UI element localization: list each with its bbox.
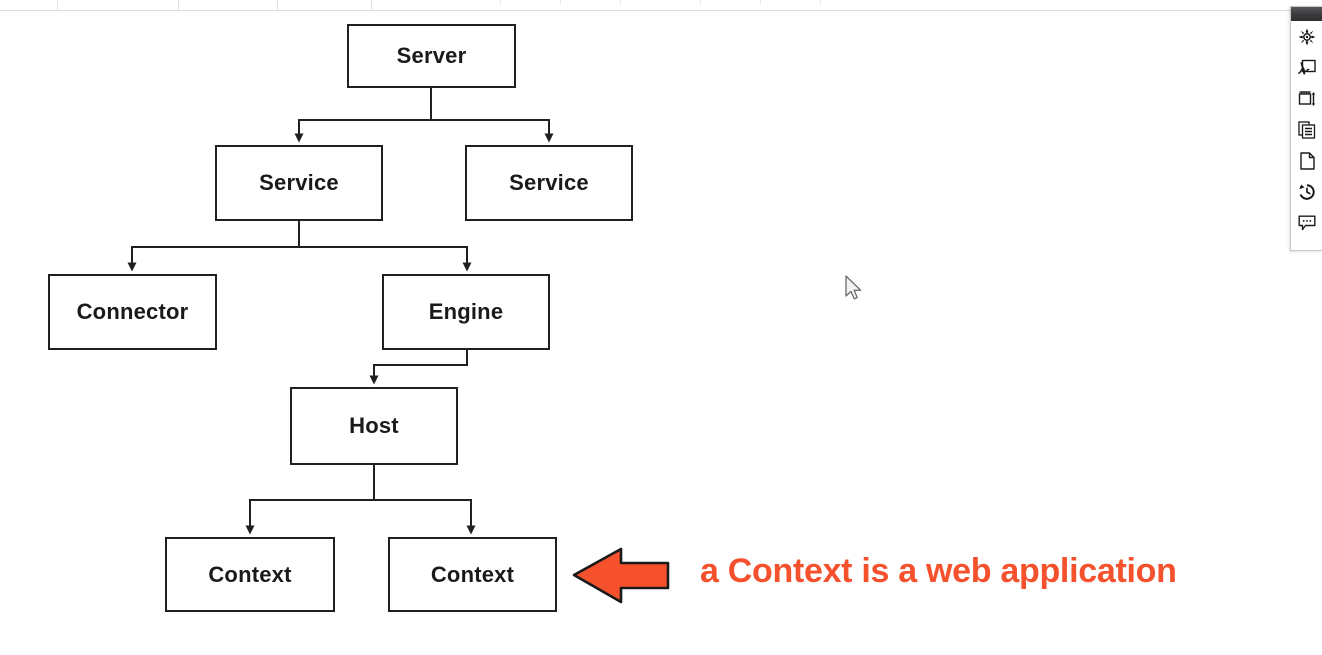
- history-clock-icon[interactable]: [1291, 176, 1322, 207]
- node-engine[interactable]: Engine: [382, 274, 550, 350]
- red-annotation-arrow: [572, 547, 670, 604]
- toolbar-separator-3: [371, 0, 372, 10]
- right-panel-drag-handle[interactable]: [1291, 7, 1322, 21]
- diagram-canvas[interactable]: Server Service Service Connector Engine …: [0, 11, 1322, 655]
- toolbar-tick-4: [760, 0, 761, 5]
- signature-stamp-icon[interactable]: [1291, 52, 1322, 83]
- node-context-2-label: Context: [430, 561, 515, 587]
- node-host-label: Host: [349, 413, 399, 438]
- node-connector-label: Connector: [76, 299, 189, 324]
- measure-tool-icon[interactable]: [1291, 83, 1322, 114]
- toolbar-separator-1: [178, 0, 179, 10]
- toolbar-tick-1: [560, 0, 561, 5]
- right-tool-panel[interactable]: [1290, 6, 1322, 251]
- toolbar-tick-5: [820, 0, 821, 5]
- annotation-label: a Context is a web application: [700, 552, 1177, 590]
- edge-server-service1: [294, 88, 433, 143]
- blank-page-icon[interactable]: [1291, 145, 1322, 176]
- node-context-1-label: Context: [208, 561, 292, 587]
- toolbar-tick-3: [700, 0, 701, 5]
- toolbar-tick-2: [620, 0, 621, 5]
- diagram-connectors: [127, 88, 670, 604]
- node-host[interactable]: Host: [290, 387, 458, 465]
- node-service-2[interactable]: Service: [465, 145, 633, 221]
- node-context-1[interactable]: Context: [165, 537, 335, 612]
- edge-service1-engine: [299, 245, 472, 272]
- toolbar-separator-0: [57, 0, 58, 10]
- node-service-2-label: Service: [509, 170, 589, 195]
- edge-server-service2: [431, 118, 554, 143]
- node-engine-label: Engine: [428, 299, 504, 324]
- top-toolbar-strip[interactable]: [0, 0, 1322, 11]
- node-service-1[interactable]: Service: [215, 145, 383, 221]
- node-connector[interactable]: Connector: [48, 274, 217, 350]
- node-context-2[interactable]: Context: [388, 537, 557, 612]
- organize-pages-icon[interactable]: [1291, 114, 1322, 145]
- toolbar-tick-0: [500, 0, 501, 5]
- node-service-1-label: Service: [259, 170, 339, 195]
- comment-bubble-icon[interactable]: [1291, 207, 1322, 238]
- edge-host-context1: [245, 465, 376, 535]
- edge-engine-host: [369, 350, 469, 385]
- node-server-label: Server: [396, 43, 467, 68]
- node-server[interactable]: Server: [347, 24, 516, 88]
- edge-host-context2: [374, 498, 476, 535]
- compass-navigation-icon[interactable]: [1291, 21, 1322, 52]
- edge-service1-connector: [127, 221, 301, 272]
- toolbar-separator-2: [277, 0, 278, 10]
